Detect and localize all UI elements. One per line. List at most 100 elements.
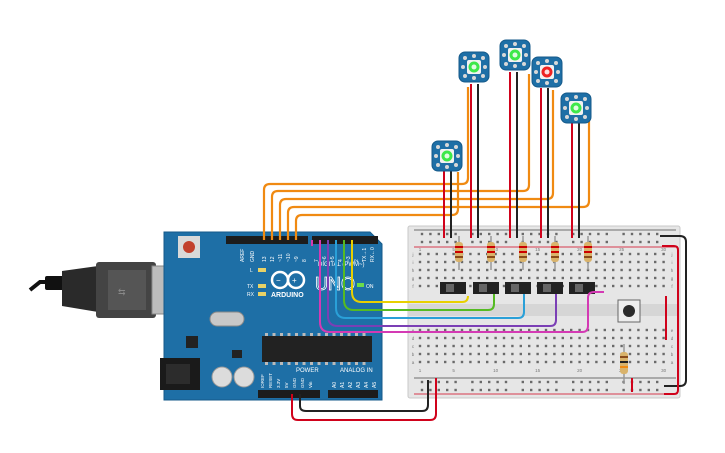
- tx-label: TX: [247, 284, 254, 290]
- capacitor: [211, 366, 233, 388]
- row-letter: a: [671, 360, 674, 365]
- column-number: 25: [619, 247, 625, 252]
- arduino-logo: − +: [270, 270, 306, 290]
- column-number: 1: [419, 247, 422, 252]
- column-number: 15: [535, 247, 541, 252]
- slide-switches: [440, 282, 595, 294]
- l-led-label: L: [250, 268, 253, 274]
- row-letter: g: [412, 276, 415, 281]
- rx-label: RX: [247, 292, 255, 298]
- analog-pin-label: A1: [340, 382, 346, 388]
- resistor-4: [551, 236, 559, 270]
- power-pin-label: GND: [300, 377, 305, 388]
- aref-label: AREF: [240, 249, 246, 262]
- column-number: 20: [577, 247, 583, 252]
- pin-label: RX←0: [370, 247, 376, 262]
- row-letter: c: [671, 344, 674, 349]
- pin-label: 4: [338, 259, 344, 262]
- crystal: [209, 311, 245, 327]
- power-header: [258, 390, 320, 398]
- row-letter: b: [671, 352, 674, 357]
- column-number: 5: [452, 368, 455, 373]
- on-led: [357, 283, 364, 287]
- led-4: [531, 56, 563, 88]
- resistor-5: [584, 236, 592, 270]
- wires-signals: [311, 240, 604, 333]
- analog-header: [328, 390, 378, 398]
- power-pin-label: 5V: [284, 382, 289, 388]
- pin-label: ~11: [278, 254, 284, 262]
- wires-power: [291, 235, 687, 421]
- power-pin-label: 3.3V: [276, 379, 281, 388]
- row-letter: h: [671, 268, 674, 273]
- row-letter: g: [671, 276, 674, 281]
- power-pin-label: IOREF: [260, 374, 265, 388]
- pin-label: ~10: [286, 253, 292, 262]
- breadboard: 115510101515202025253030 jjiihhggffeeddc…: [407, 225, 681, 399]
- push-button[interactable]: [617, 299, 641, 323]
- svg-text:+: +: [292, 276, 297, 285]
- power-pin-label: RESET: [268, 373, 273, 388]
- pin-label: TX→1: [362, 248, 368, 262]
- power-label: POWER: [296, 368, 319, 374]
- column-number: 15: [535, 368, 541, 373]
- resistor-3: [519, 236, 527, 270]
- row-letter: e: [671, 328, 674, 333]
- led-1: [431, 140, 463, 172]
- pin-label: 8: [302, 259, 308, 262]
- column-number: 10: [493, 247, 499, 252]
- column-number: 5: [452, 247, 455, 252]
- digital-header-left: [226, 236, 308, 244]
- analog-pin-label: A4: [364, 382, 370, 388]
- column-number: 1: [419, 368, 422, 373]
- power-pin-label: Vin: [308, 381, 313, 388]
- analog-pin-label: A2: [348, 382, 354, 388]
- column-number: 20: [577, 368, 583, 373]
- led-2: [458, 51, 490, 83]
- pin-label: 7: [314, 259, 320, 262]
- row-letter: f: [412, 284, 414, 289]
- atmega-chip: [262, 336, 372, 362]
- led-3: [499, 39, 531, 71]
- digital-label: DIGITAL (PWM~): [318, 262, 365, 268]
- column-number: 30: [661, 247, 667, 252]
- column-number: 30: [661, 368, 667, 373]
- led-5: [560, 92, 592, 124]
- on-label: ON: [366, 284, 374, 290]
- svg-text:−: −: [276, 276, 281, 285]
- wires-led-red-black: [443, 72, 580, 238]
- resistor-6: [620, 344, 628, 384]
- row-letter: d: [412, 336, 415, 341]
- row-letter: e: [412, 328, 415, 333]
- pin-label: ~9: [294, 256, 300, 262]
- row-letter: f: [671, 284, 673, 289]
- brand-label: ARDUINO: [271, 292, 304, 299]
- row-letter: a: [412, 360, 415, 365]
- pin-label: 13: [262, 256, 268, 262]
- pin-label: ~6: [322, 256, 328, 262]
- usb-cable: ⇆: [28, 262, 181, 318]
- row-letter: j: [671, 252, 673, 257]
- pin-label: ~5: [330, 256, 336, 262]
- row-letter: c: [412, 344, 415, 349]
- row-letter: i: [672, 260, 673, 265]
- capacitor: [233, 366, 255, 388]
- svg-text:⇆: ⇆: [118, 287, 126, 297]
- wires-orange: [262, 74, 591, 240]
- resistor-1: [455, 236, 463, 270]
- row-letter: b: [412, 352, 415, 357]
- row-letter: i: [413, 260, 414, 265]
- analog-pin-label: A3: [356, 382, 362, 388]
- column-number: 10: [493, 368, 499, 373]
- analog-pin-label: A0: [332, 382, 338, 388]
- resistor-2: [487, 236, 495, 270]
- power-pin-label: GND: [292, 377, 297, 388]
- led-modules: [431, 39, 592, 172]
- row-letter: h: [412, 268, 415, 273]
- pin-label: 12: [270, 256, 276, 262]
